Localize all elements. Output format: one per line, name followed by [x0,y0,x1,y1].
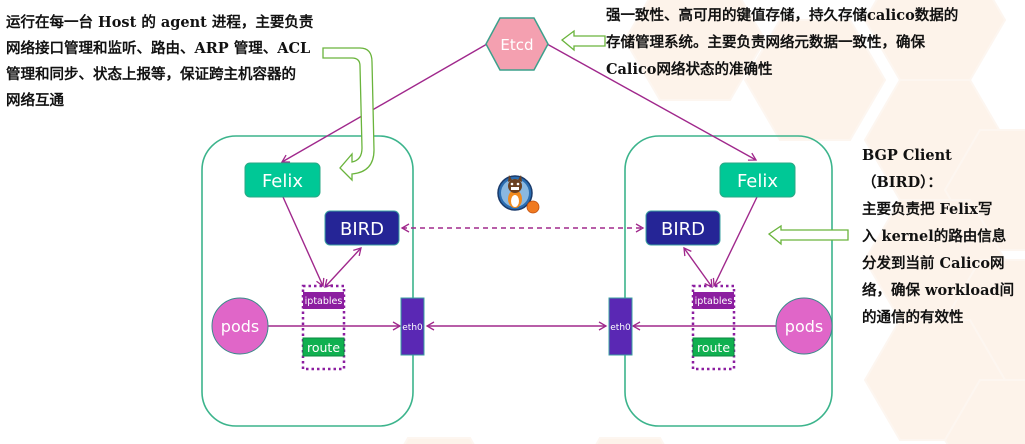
route-label: route [307,340,340,355]
iptables-label: iptables [695,296,733,307]
bird-node-right: BIRD [645,210,721,246]
felix-to-iptables-left-line [282,196,325,288]
eth0-label: eth0 [402,323,423,333]
bird-iptables-right-line [683,246,713,289]
kernel-box-right [691,284,736,371]
bird-node-left: BIRD [324,210,400,246]
kernel-box-left [301,284,346,371]
host-node-left [201,135,414,427]
felix-node-right: Felix [719,162,796,198]
etcd-node: Etcd [485,17,549,71]
eth0-node-left: eth0 [400,297,425,356]
bird-label: BIRD [661,219,705,240]
pods-label: pods [221,317,259,336]
pods-node-right: pods [775,297,833,355]
bird-callout-arrow [767,224,849,246]
felix-description-note: 运行在每一台 Host 的 agent 进程，主要负责 网络接口管理和监听、路由… [6,14,314,109]
bird-label: BIRD [340,219,384,240]
route-label: route [697,340,730,355]
etcd-callout-arrow [560,29,606,52]
agent-callout-arrow [322,47,375,182]
etcd-to-felix-right-line [546,43,758,161]
felix-label: Felix [737,171,778,192]
route-node-left: route [302,337,345,357]
iptables-node-left: iptables [303,292,344,309]
eth0-node-right: eth0 [608,297,633,356]
bird-iptables-left-line [324,247,362,288]
eth0-label: eth0 [610,323,631,333]
etcd-description-note: 强一致性、高可用的键值存储，持久存储calico数据的 存储管理系统。主要负责网… [606,7,959,78]
etcd-to-felix-left-line [280,43,488,163]
iptables-node-right: iptables [693,292,734,309]
etcd-label: Etcd [500,36,533,54]
calico-cat-mascot-icon [497,175,540,214]
pods-node-left: pods [211,297,269,355]
felix-node-left: Felix [244,162,321,198]
bird-description-note: BGP Client（BIRD）： 主要负责把 Felix写 入 kernel的… [862,147,1015,326]
felix-to-iptables-right-line [712,196,758,288]
felix-label: Felix [262,171,303,192]
iptables-label: iptables [305,296,343,307]
pods-label: pods [785,317,823,336]
host-node-right [624,135,833,427]
route-node-right: route [692,337,735,357]
